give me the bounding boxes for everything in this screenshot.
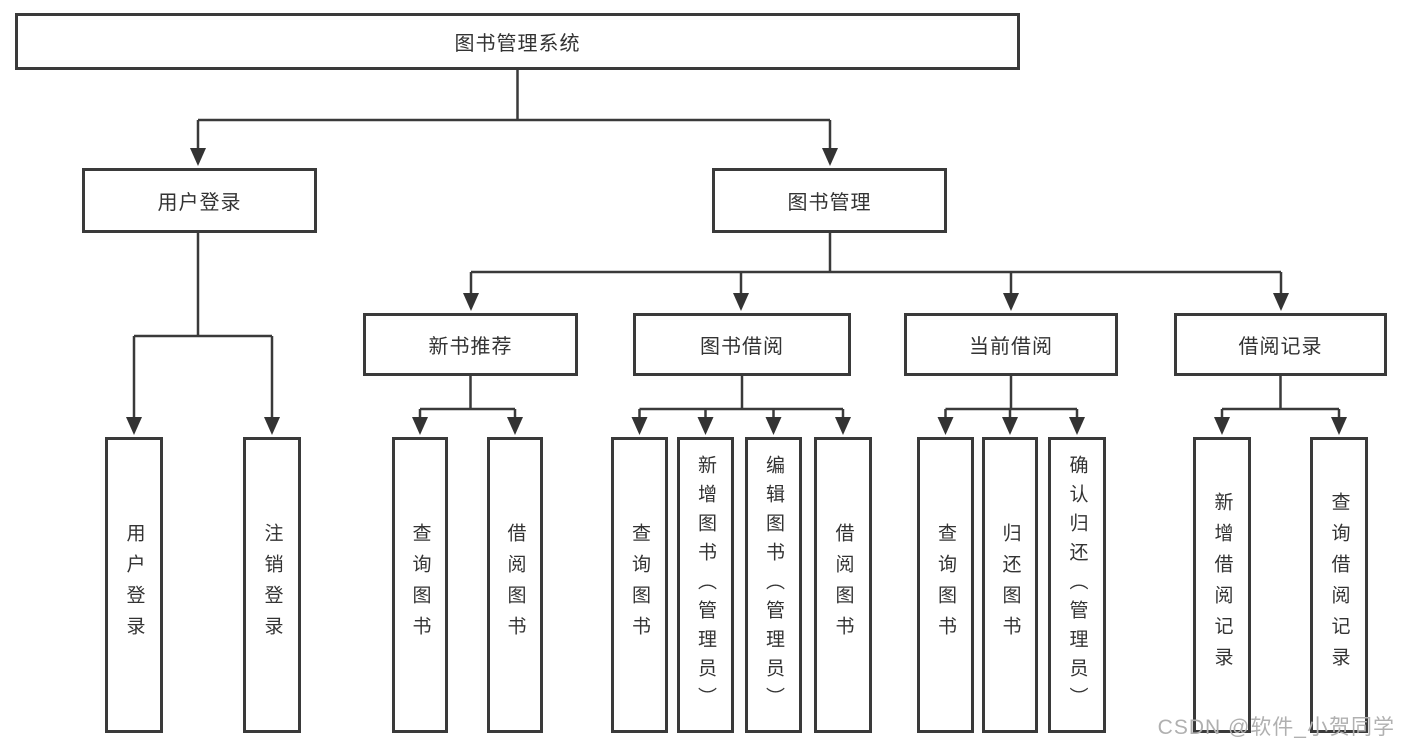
node-new-book-recommend: 新书推荐: [363, 313, 578, 376]
leaf-return-books: 归还图书: [982, 437, 1038, 733]
node-label: 编辑图书（管理员）: [763, 454, 784, 716]
node-label: 用户登录: [157, 192, 242, 214]
leaf-recommend-borrow-books: 借阅图书: [487, 437, 543, 733]
leaf-add-books-admin: 新增图书（管理员）: [677, 437, 734, 733]
node-label: 新增借阅记录: [1211, 492, 1233, 678]
node-label: 查询图书: [409, 523, 431, 647]
node-label: 借阅记录: [1238, 336, 1323, 358]
leaf-logout: 注销登录: [243, 437, 301, 733]
node-label: 借阅图书: [832, 523, 854, 647]
leaf-borrow-books: 借阅图书: [814, 437, 872, 733]
node-label: 查询图书: [629, 523, 650, 647]
leaf-recommend-query-books: 查询图书: [392, 437, 448, 733]
node-label: 当前借阅: [969, 336, 1053, 358]
leaf-add-borrow-record: 新增借阅记录: [1193, 437, 1251, 733]
node-label: 新增图书（管理员）: [695, 454, 716, 716]
leaf-confirm-return-admin: 确认归还（管理员）: [1048, 437, 1106, 733]
node-label: 借阅图书: [504, 523, 526, 647]
node-label: 查询图书: [935, 523, 956, 647]
node-current-borrow: 当前借阅: [904, 313, 1118, 376]
arrowhead-icons: [126, 148, 1347, 435]
leaf-current-query-books: 查询图书: [917, 437, 974, 733]
leaf-user-login: 用户登录: [105, 437, 163, 733]
leaf-borrow-query-books: 查询图书: [611, 437, 668, 733]
node-user-login: 用户登录: [82, 168, 317, 233]
node-label: 图书借阅: [700, 336, 784, 358]
node-system-root: 图书管理系统: [15, 13, 1020, 70]
node-book-borrow: 图书借阅: [633, 313, 851, 376]
csdn-watermark: CSDN @软件_小贺同学: [1157, 716, 1395, 739]
node-label: 用户登录: [123, 523, 145, 647]
node-label: 注销登录: [261, 523, 283, 647]
node-borrow-records: 借阅记录: [1174, 313, 1387, 376]
node-label: 归还图书: [999, 523, 1021, 647]
node-book-management: 图书管理: [712, 168, 947, 233]
node-label: 新书推荐: [428, 336, 513, 358]
node-label: 查询借阅记录: [1328, 492, 1350, 678]
node-label: 确认归还（管理员）: [1066, 454, 1088, 716]
node-label: 图书管理系统: [454, 33, 581, 55]
leaf-edit-books-admin: 编辑图书（管理员）: [745, 437, 802, 733]
leaf-query-borrow-record: 查询借阅记录: [1310, 437, 1368, 733]
node-label: 图书管理: [787, 192, 872, 214]
